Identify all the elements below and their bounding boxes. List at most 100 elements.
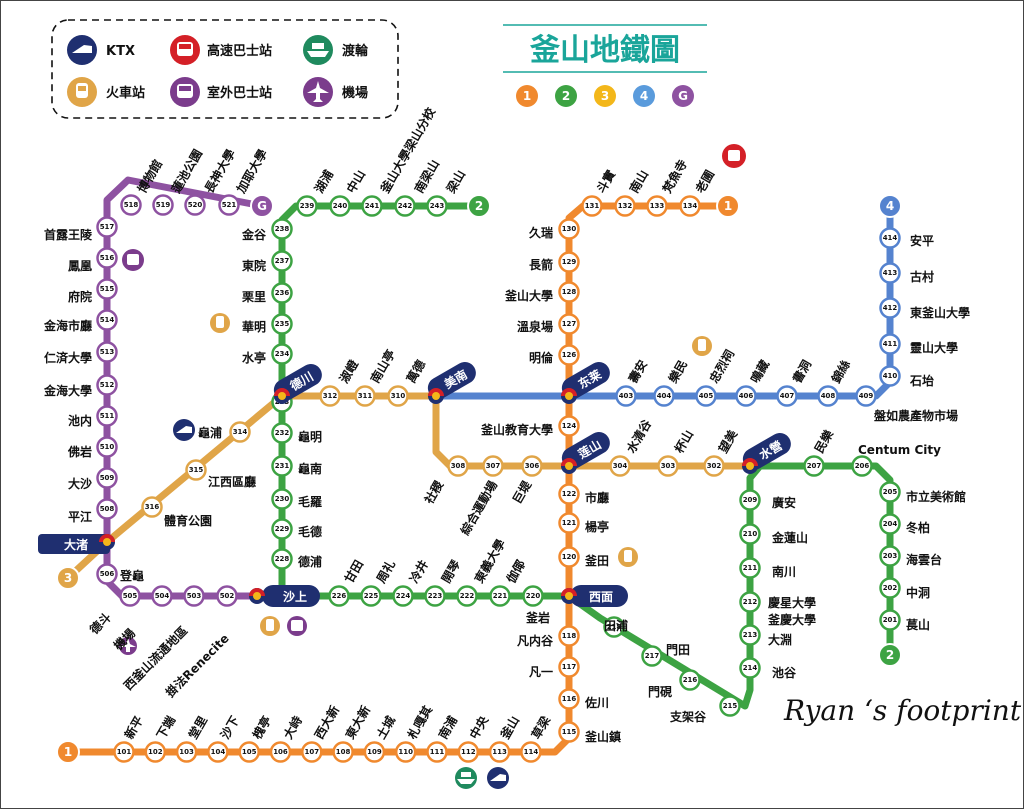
station-marker[interactable] [229, 421, 251, 443]
station-marker[interactable] [558, 483, 580, 505]
station-marker[interactable] [96, 341, 118, 363]
station-marker[interactable] [96, 247, 118, 269]
station-marker[interactable] [332, 741, 354, 763]
station-marker[interactable] [271, 282, 293, 304]
station-marker[interactable] [296, 195, 318, 217]
station-marker[interactable] [218, 194, 240, 216]
station-marker[interactable] [614, 195, 636, 217]
station-marker[interactable] [603, 616, 625, 638]
station-marker[interactable] [96, 374, 118, 396]
station-marker[interactable] [113, 741, 135, 763]
station-marker[interactable] [558, 688, 580, 710]
station-marker[interactable] [328, 585, 350, 607]
station-marker[interactable] [739, 624, 761, 646]
station-marker[interactable] [185, 459, 207, 481]
station-marker[interactable] [609, 455, 631, 477]
station-marker[interactable] [271, 488, 293, 510]
station-marker[interactable] [558, 415, 580, 437]
station-marker[interactable] [96, 278, 118, 300]
station-marker[interactable] [488, 741, 511, 763]
station-marker[interactable] [679, 669, 701, 691]
station-marker[interactable] [269, 741, 292, 763]
station-marker[interactable] [558, 656, 580, 678]
station-marker[interactable] [456, 585, 478, 607]
station-marker[interactable] [521, 455, 543, 477]
station-marker[interactable] [879, 333, 901, 355]
station-marker[interactable] [207, 741, 229, 763]
station-marker[interactable] [522, 585, 544, 607]
transfer-sasang[interactable]: 沙上 [262, 585, 320, 607]
station-marker[interactable] [329, 195, 351, 217]
station-marker[interactable] [879, 609, 901, 631]
station-marker[interactable] [361, 195, 383, 217]
station-marker[interactable] [558, 512, 580, 534]
station-marker[interactable] [879, 545, 901, 567]
station-marker[interactable] [354, 385, 376, 407]
station-marker[interactable] [803, 455, 825, 477]
station-marker[interactable] [879, 262, 901, 284]
station-marker[interactable] [679, 195, 701, 217]
station-marker[interactable] [851, 455, 873, 477]
station-marker[interactable] [735, 385, 757, 407]
station-marker[interactable] [558, 281, 580, 303]
station-marker[interactable] [392, 585, 414, 607]
station-marker[interactable] [657, 455, 679, 477]
station-marker[interactable] [641, 645, 663, 667]
station-marker[interactable] [360, 585, 382, 607]
station-marker[interactable] [96, 436, 118, 458]
station-marker[interactable] [739, 557, 761, 579]
station-marker[interactable] [426, 741, 448, 763]
station-marker[interactable] [183, 585, 205, 607]
station-marker[interactable] [301, 741, 323, 763]
station-marker[interactable] [695, 385, 717, 407]
station-marker[interactable] [739, 523, 761, 545]
station-marker[interactable] [520, 741, 542, 763]
station-marker[interactable] [271, 548, 293, 570]
station-marker[interactable] [558, 251, 580, 273]
station-marker[interactable] [271, 518, 293, 540]
station-marker[interactable] [776, 385, 798, 407]
transfer-seomyeon[interactable]: 西面 [570, 585, 628, 607]
station-marker[interactable] [151, 585, 173, 607]
station-marker[interactable] [879, 513, 901, 535]
station-marker[interactable] [96, 498, 118, 520]
station-marker[interactable] [558, 721, 580, 743]
station-marker[interactable] [739, 657, 761, 679]
station-marker[interactable] [482, 455, 504, 477]
station-marker[interactable] [271, 455, 293, 477]
station-marker[interactable] [855, 385, 877, 407]
station-marker[interactable] [120, 194, 142, 216]
station-marker[interactable] [739, 591, 761, 613]
station-marker[interactable] [271, 422, 293, 444]
station-marker[interactable] [271, 218, 293, 240]
station-marker[interactable] [96, 216, 118, 238]
station-marker[interactable] [387, 385, 409, 407]
station-marker[interactable] [144, 741, 167, 763]
station-marker[interactable] [141, 496, 163, 518]
station-marker[interactable] [581, 195, 603, 217]
station-marker[interactable] [96, 405, 118, 427]
station-marker[interactable] [271, 313, 293, 335]
station-marker[interactable] [646, 195, 668, 217]
station-marker[interactable] [489, 585, 511, 607]
station-marker[interactable] [703, 455, 725, 477]
station-marker[interactable] [653, 385, 675, 407]
station-marker[interactable] [558, 218, 580, 240]
station-marker[interactable] [119, 585, 141, 607]
station-marker[interactable] [319, 385, 341, 407]
station-marker[interactable] [271, 250, 293, 272]
station-marker[interactable] [558, 546, 580, 568]
station-marker[interactable] [175, 741, 198, 763]
station-marker[interactable] [394, 741, 417, 763]
station-marker[interactable] [719, 695, 741, 717]
station-marker[interactable] [216, 585, 238, 607]
station-marker[interactable] [739, 489, 761, 511]
station-marker[interactable] [96, 467, 118, 489]
station-marker[interactable] [426, 195, 448, 217]
station-marker[interactable] [558, 625, 580, 647]
station-marker[interactable] [238, 741, 260, 763]
station-marker[interactable] [184, 194, 206, 216]
station-marker[interactable] [152, 194, 174, 216]
station-marker[interactable] [879, 365, 901, 387]
station-marker[interactable] [394, 195, 416, 217]
